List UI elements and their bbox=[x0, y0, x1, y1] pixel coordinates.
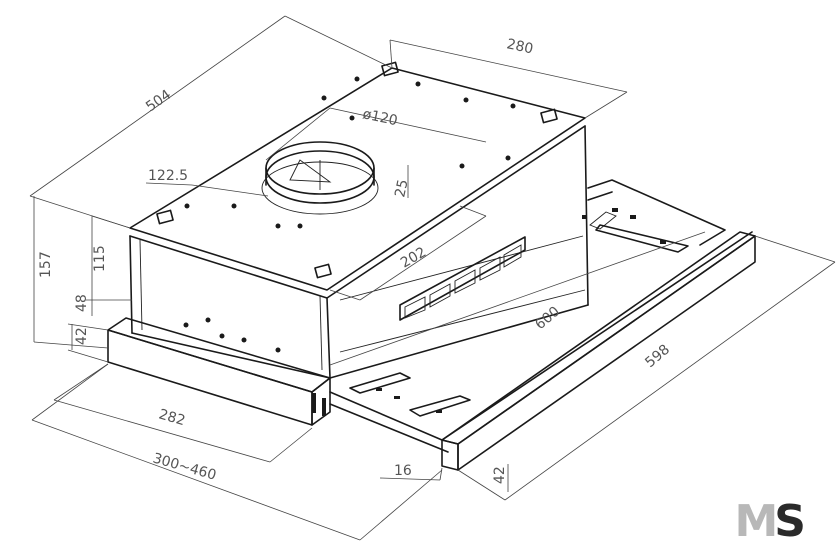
dimension-lines bbox=[29, 15, 836, 541]
front-panel bbox=[107, 317, 331, 426]
side-vents bbox=[399, 236, 526, 321]
logo-letter-m: M bbox=[734, 496, 779, 547]
dim-120: ø120 bbox=[361, 106, 399, 129]
dim-598: 598 bbox=[642, 342, 673, 371]
dim-25: 25 bbox=[392, 178, 411, 199]
dim-115: 115 bbox=[92, 245, 108, 272]
dim-122-5: 122.5 bbox=[148, 168, 188, 184]
duct-collar bbox=[261, 141, 379, 215]
dim-48: 48 bbox=[74, 294, 90, 312]
brand-logo: MS bbox=[734, 496, 806, 547]
dim-280: 280 bbox=[505, 36, 534, 57]
dim-157: 157 bbox=[38, 251, 54, 278]
dim-504: 504 bbox=[143, 87, 174, 115]
dimension-labels: 504 280 ø120 122.5 25 202 157 115 48 42 … bbox=[38, 36, 673, 484]
dim-42-left: 42 bbox=[74, 327, 90, 345]
dim-300-460: 300~460 bbox=[151, 450, 218, 483]
dim-42-right: 42 bbox=[492, 466, 508, 484]
dim-600: 600 bbox=[532, 304, 563, 333]
logo-letter-s: S bbox=[774, 496, 806, 547]
dim-282: 282 bbox=[157, 406, 187, 429]
mounting-holes bbox=[156, 61, 558, 353]
dim-16: 16 bbox=[394, 463, 412, 479]
